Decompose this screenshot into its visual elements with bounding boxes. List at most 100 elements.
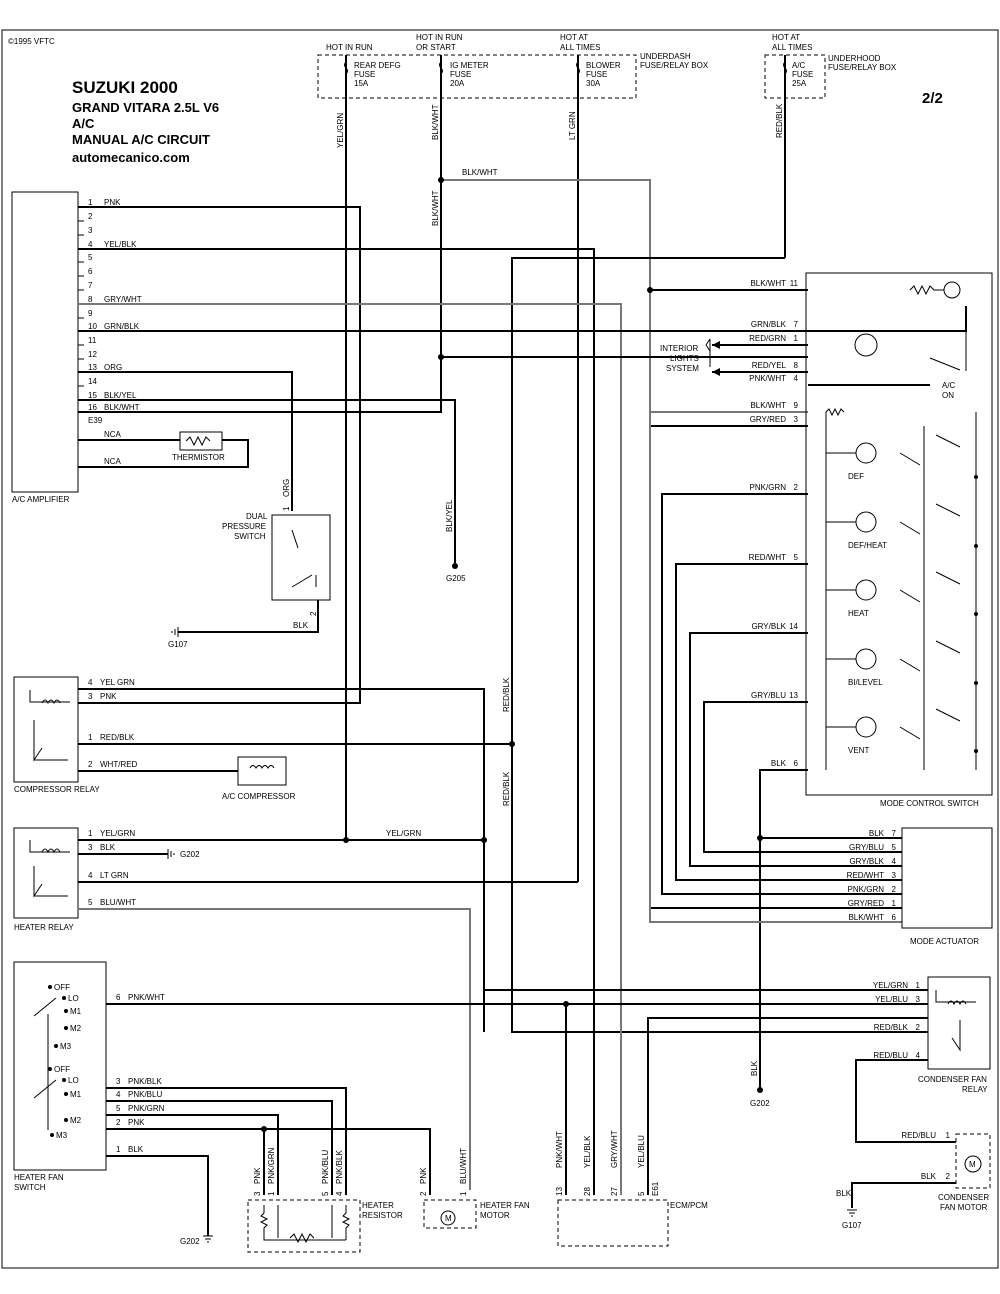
hr-pin-color: BLK	[100, 843, 116, 852]
page-border	[1, 29, 999, 1269]
hfs-pin-number: 6	[116, 993, 121, 1002]
site-label: automecanico.com	[72, 150, 190, 165]
heater-fan-motor-box	[423, 1199, 477, 1229]
copyright-label: ©1995 VFTC	[8, 37, 55, 46]
wire-nca-2	[78, 439, 249, 468]
resistor-pin-number: 5	[321, 1191, 330, 1196]
ac-compressor-box	[237, 756, 287, 786]
nca-label-1: NCA	[104, 430, 122, 439]
wire-gry-wht-pin8	[78, 303, 622, 1195]
mode-lamp-icon	[855, 442, 877, 464]
interior-brace-icon	[705, 338, 711, 367]
dual-pressure-blk-label: BLK	[293, 621, 309, 630]
ac-amplifier-box	[11, 191, 79, 493]
heater-fan-switch-label-1: HEATER FAN	[14, 1173, 64, 1182]
cfr-pin-number: 4	[916, 1051, 921, 1060]
resistor-pin-number: 3	[253, 1191, 262, 1196]
wire-pnk-grn-2	[661, 493, 902, 895]
heater-fan-motor-label-1: HEATER FAN	[480, 1201, 530, 1210]
wire-pnk-grn-hfs5	[106, 1114, 279, 1195]
amp-pin-color: GRN/BLK	[104, 322, 140, 331]
dual-pressure-pin2-label: 2	[309, 611, 318, 616]
mcs-pin-number: 4	[794, 374, 799, 383]
cfr-pin-number: 2	[916, 1023, 921, 1032]
wire-label-blk-wht-1: BLK/WHT	[431, 104, 440, 140]
e61-connector-label: E61	[651, 1181, 660, 1196]
cr-pin-number: 3	[88, 692, 93, 701]
hot-all-b-label-1: HOT AT	[772, 33, 800, 42]
underhood-fuse-box	[764, 54, 826, 99]
cr-pin-color: WHT/RED	[100, 760, 138, 769]
hot-all-label-2: ALL TIMES	[560, 43, 600, 52]
resistor-icon	[825, 407, 845, 417]
fan-switch-wiper	[33, 1079, 57, 1099]
amp-pin-color: YEL/BLK	[104, 240, 137, 249]
wire-pnk-blk-hfs3	[106, 1087, 347, 1195]
wire-yel-blk-pin4	[78, 248, 595, 1195]
nca-label-2: NCA	[104, 457, 122, 466]
mode-actuator-label: MODE ACTUATOR	[910, 937, 979, 946]
rear-defg-fuse-label-3: 15A	[354, 79, 369, 88]
underdash-label-1: UNDERDASH	[640, 52, 691, 61]
wire-label-lt-grn: LT GRN	[568, 111, 577, 140]
fan-switch-position-label: M1	[70, 1007, 82, 1016]
cfm-wire-color: BLK	[921, 1172, 937, 1181]
mode-actuator-box	[901, 827, 993, 929]
ac-fuse-label-2: FUSE	[792, 70, 813, 79]
hfs-pin-color: PNK/BLK	[128, 1077, 162, 1086]
mode-control-switch-box	[805, 272, 993, 796]
amp-pin-number: 12	[88, 350, 97, 359]
fan-switch-contact-dot	[54, 1044, 58, 1048]
wire-label-blk-yel: BLK/YEL	[445, 499, 454, 532]
ecm-pin-number: 13	[555, 1187, 564, 1196]
dual-pressure-org-label: ORG	[282, 479, 291, 497]
relay-coil-icon	[29, 690, 70, 762]
hot-all-b-label-2: ALL TIMES	[772, 43, 812, 52]
hr-pin-number: 3	[88, 843, 93, 852]
mode-lamp-label: HEAT	[848, 609, 869, 618]
mcs-pin-number: 8	[794, 361, 799, 370]
dual-pressure-label-2: PRESSURE	[222, 522, 266, 531]
relay-coil-icon	[29, 840, 70, 898]
mcs-wire-color: BLK/WHT	[750, 401, 786, 410]
ecm-pcm-label: ECM/PCM	[670, 1201, 708, 1210]
actuator-wire-color: GRY/RED	[848, 899, 885, 908]
mode-lamp-icon	[855, 648, 877, 670]
ig-meter-fuse-label-3: 20A	[450, 79, 465, 88]
heater-fan-motor-icon	[440, 1210, 456, 1226]
ecm-pin-number: 28	[583, 1187, 592, 1196]
ig-meter-fuse-label-2: FUSE	[450, 70, 471, 79]
mcs-pin-number: 9	[794, 401, 799, 410]
fan-motor-pin-color: PNK	[419, 1167, 428, 1184]
wire-red-blu-cfr4	[855, 1059, 956, 1143]
wire-yel-blu-cr3	[647, 1017, 928, 1195]
condenser-fan-relay-box	[927, 976, 991, 1070]
condenser-relay-label-2: RELAY	[962, 1085, 988, 1094]
heater-resistor-box	[247, 1199, 361, 1253]
blower-fuse-label-2: FUSE	[586, 70, 607, 79]
hfs-pin-color: PNK	[128, 1118, 145, 1127]
hfs-pin-number: 4	[116, 1090, 121, 1099]
cfm-pin-number: 2	[946, 1172, 951, 1181]
cfr-pin-number: 1	[916, 981, 921, 990]
thermistor-label: THERMISTOR	[172, 453, 225, 462]
wire-blk-6	[759, 769, 902, 839]
mode-switch-contact	[899, 726, 921, 740]
wire-blu-wht-hr5	[78, 908, 471, 1190]
cfm-wire-color: RED/BLU	[901, 1131, 936, 1140]
mode-lamp-label: DEF/HEAT	[848, 541, 887, 550]
dual-pressure-label-1: DUAL	[246, 512, 268, 521]
g202-label-1: G202	[180, 850, 200, 859]
amp-pin-number: 7	[88, 281, 93, 290]
splice-dot	[343, 837, 349, 843]
illumination-lamp-icon	[854, 333, 878, 357]
fan-switch-position-label: OFF	[54, 983, 70, 992]
mcs-wire-color: GRY/BLU	[751, 691, 786, 700]
amp-pin-color: BLK/WHT	[104, 403, 140, 412]
wire-pnk-blu-hfs4	[106, 1100, 333, 1195]
hr-pin-number: 4	[88, 871, 93, 880]
